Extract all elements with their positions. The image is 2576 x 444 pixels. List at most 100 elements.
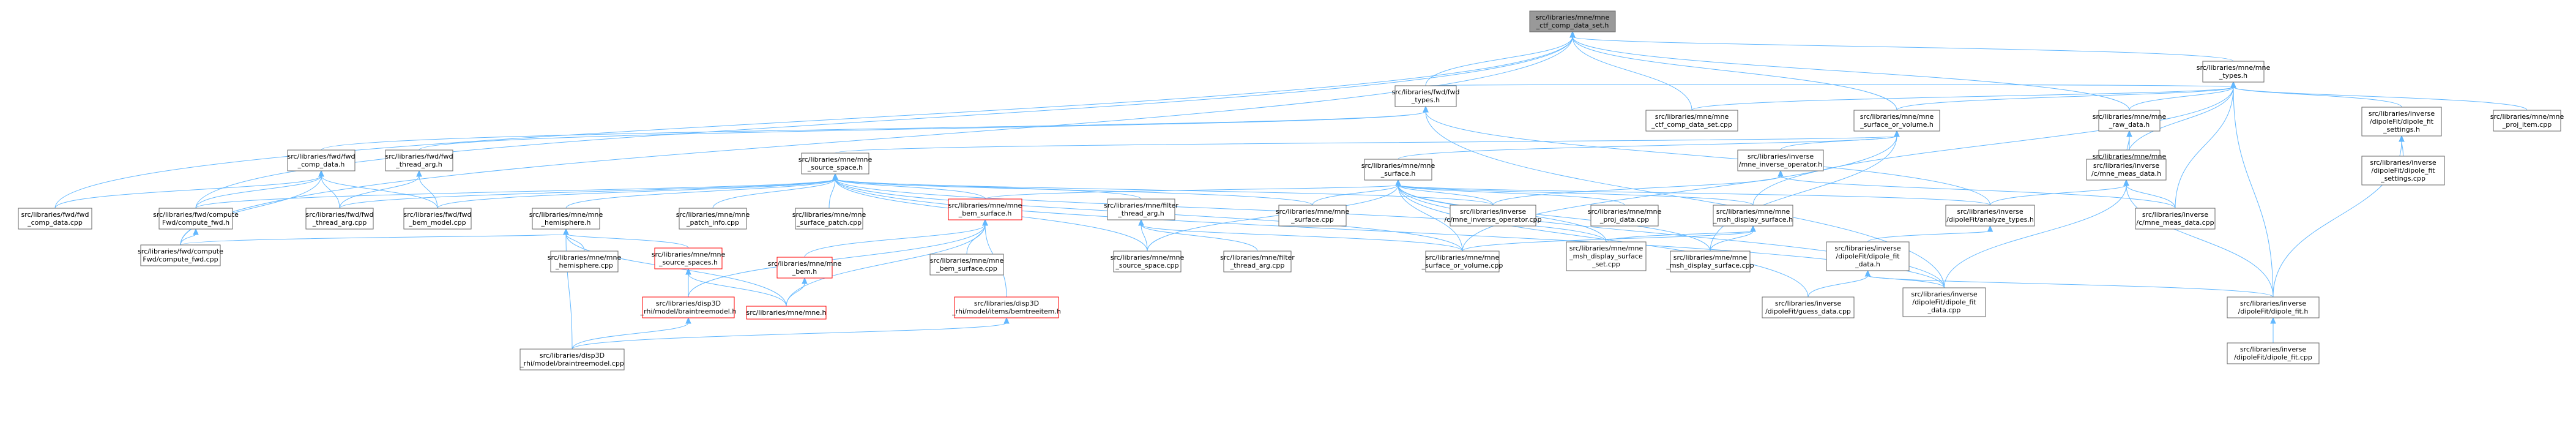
node-label: src/libraries/fwd/fwd <box>306 211 374 219</box>
node-dip-fit-cpp[interactable]: src/libraries/inverse/dipoleFit/dipole_f… <box>2227 342 2320 364</box>
node-msh-disp-cpp[interactable]: src/libraries/mne/mne_msh_display_surfac… <box>1666 250 1754 273</box>
edge-fwd_comp_h-to-fwd_comp_cpp <box>54 175 322 209</box>
node-label: src/libraries/fwd/compute <box>138 247 223 255</box>
node-label: src/libraries/inverse <box>1775 299 1841 307</box>
node-label: _thread_arg.cpp <box>312 219 367 227</box>
node-surf-vol-cpp[interactable]: src/libraries/mne/mne_surface_or_volume.… <box>1421 250 1503 273</box>
node-label: src/libraries/inverse <box>2369 110 2435 118</box>
node-label: src/libraries/inverse <box>2240 299 2306 307</box>
edge-src_spaces_h-to-mne_h <box>688 273 787 307</box>
node-label: src/libraries/fwd/compute <box>153 211 239 219</box>
node-box <box>2227 296 2320 318</box>
node-proj-data-cpp[interactable]: src/libraries/mne/mne_proj_data.cpp <box>1588 205 1662 227</box>
node-dip-data-cpp[interactable]: src/libraries/inverse/dipoleFit/dipole_f… <box>1902 287 1986 317</box>
node-bemtree-h[interactable]: src/libraries/disp3D_rhi/model/items/bem… <box>951 296 1061 318</box>
edge-fwd_comp_h-to-cfwd_h <box>195 175 322 209</box>
node-msh-disp-h[interactable]: src/libraries/mne/mne_msh_display_surfac… <box>1713 205 1793 227</box>
node-bem-surface-cpp[interactable]: src/libraries/mne/mne_bem_surface.cpp <box>929 254 1004 276</box>
node-layer: src/libraries/mne/mne_ctf_comp_data_set.… <box>18 10 2564 371</box>
node-fwd-comp-cpp[interactable]: src/libraries/fwd/fwd_comp_data.cpp <box>18 208 92 230</box>
node-hemisphere-cpp[interactable]: src/libraries/mne/mne_hemisphere.cpp <box>548 250 622 273</box>
node-fwd-types-h[interactable]: src/libraries/fwd/fwd_types.h <box>1392 85 1460 107</box>
node-braintree-h[interactable]: src/libraries/disp3D_rhi/model/braintree… <box>640 296 737 318</box>
node-guess-data-cpp[interactable]: src/libraries/inverse/dipoleFit/guess_da… <box>1762 296 1855 318</box>
node-surf-patch-cpp[interactable]: src/libraries/mne/mne_surface_patch.cpp <box>792 208 866 230</box>
node-msh-disp-set-cpp[interactable]: src/libraries/mne/mne_msh_display_surfac… <box>1566 241 1647 271</box>
node-label: src/libraries/mne/mne <box>792 211 866 219</box>
node-box <box>746 306 827 320</box>
edge-mne_surface_h-to-msh_disp_h <box>1398 184 1754 206</box>
node-analyze-types-h[interactable]: src/libraries/inverse/dipoleFit/analyze_… <box>1945 205 2035 227</box>
node-box <box>1394 85 1457 107</box>
node-box <box>948 198 1022 220</box>
node-box <box>1450 205 1536 227</box>
node-proj-item-cpp[interactable]: src/libraries/mne/mne_proj_item.cpp <box>2490 110 2564 132</box>
node-label: src/libraries/inverse <box>2240 345 2306 353</box>
node-inv-op-h[interactable]: src/libraries/inverse/mne_inverse_operat… <box>1737 149 1824 171</box>
node-mne-h[interactable]: src/libraries/mne/mne.h <box>746 306 827 320</box>
node-bem-h[interactable]: src/libraries/mne/mne_bem.h <box>768 257 842 279</box>
node-mne-types-h[interactable]: src/libraries/mne/mne_types.h <box>2197 61 2271 83</box>
node-bem-surface-h[interactable]: src/libraries/mne/mne_bem_surface.h <box>948 198 1022 220</box>
node-label: _msh_display_surface.h <box>1713 216 1793 224</box>
node-meas-data-cpp[interactable]: src/libraries/inverse/c/mne_meas_data.cp… <box>2135 208 2216 230</box>
node-box <box>1364 159 1432 181</box>
node-label: src/libraries/disp3D <box>540 352 605 359</box>
node-fwd-thread-h[interactable]: src/libraries/fwd/fwd_thread_arg.h <box>385 149 453 171</box>
node-label: _bem.h <box>792 268 817 276</box>
edge-layer <box>54 31 2528 350</box>
node-inv-op-cpp[interactable]: src/libraries/inverse/c/mne_inverse_oper… <box>1444 205 1542 227</box>
node-label: /mne_inverse_operator.h <box>1739 160 1822 168</box>
node-label: src/libraries/mne/filter <box>1220 254 1295 262</box>
edge-fwd_comp_h-to-cfwd_cpp <box>180 175 322 246</box>
node-surf-vol-h[interactable]: src/libraries/mne/mne_surface_or_volume.… <box>1853 110 1940 132</box>
edge-bem_surface_h-to-bem_surface_cpp <box>966 224 986 255</box>
node-label: _types.h <box>2219 72 2247 80</box>
node-meas-data-h[interactable]: src/libraries/inverse/c/mne_meas_data.h <box>2086 159 2167 181</box>
node-filter-thread-cpp[interactable]: src/libraries/mne/filter_thread_arg.cpp <box>1220 250 1295 273</box>
edge-mne_surface_h-to-surface_cpp <box>1312 184 1399 206</box>
node-label: _data.h <box>1855 260 1880 268</box>
node-ctfset-h[interactable]: src/libraries/mne/mne_ctf_comp_data_set.… <box>1529 10 1616 32</box>
node-surface-cpp[interactable]: src/libraries/mne/mne_surface.cpp <box>1276 205 1350 227</box>
edge-mne_surface_h-to-dip_data_cpp <box>1398 184 1945 288</box>
node-label: src/libraries/mne/mne.h <box>746 309 827 317</box>
edge-mne_surface_h-to-inv_op_cpp <box>1398 184 1494 206</box>
node-braintree-cpp[interactable]: src/libraries/disp3D_rhi/model/braintree… <box>519 348 625 371</box>
node-source-space-h[interactable]: src/libraries/mne/mne_source_space.h <box>798 152 873 175</box>
edge-mne_surface_h-to-surf_vol_cpp <box>1398 184 1463 252</box>
edge-mne_types_h-to-fwd_types_h <box>1425 84 2234 88</box>
node-dip-settings-h[interactable]: src/libraries/inverse/dipoleFit/dipole_f… <box>2361 107 2442 137</box>
node-dip-fit-h[interactable]: src/libraries/inverse/dipoleFit/dipole_f… <box>2227 296 2320 318</box>
node-cfwd-cpp[interactable]: src/libraries/fwd/computeFwd/compute_fwd… <box>138 244 223 266</box>
node-mne-surface-h[interactable]: src/libraries/mne/mne_surface.h <box>1361 159 1435 181</box>
node-dip-settings-cpp[interactable]: src/libraries/inverse/dipoleFit/dipole_f… <box>2361 156 2445 186</box>
edge-ctfset_h-to-fwd_types_h <box>1425 36 1573 86</box>
node-bem-model-cpp[interactable]: src/libraries/fwd/fwd_bem_model.cpp <box>403 208 472 230</box>
node-src-spaces-h[interactable]: src/libraries/mne/mne_source_spaces.h <box>652 247 726 269</box>
node-ctfset-cpp[interactable]: src/libraries/mne/mne_ctf_comp_data_set.… <box>1645 110 1738 132</box>
edge-filter_thread_h-to-source_space_cpp <box>1141 224 1148 252</box>
node-label: Fwd/compute_fwd.h <box>162 219 229 227</box>
edge-arrowhead <box>318 170 324 177</box>
node-patch-info-cpp[interactable]: src/libraries/mne/mne_patch_info.cpp <box>676 208 750 230</box>
node-box <box>1826 241 1910 271</box>
node-label: src/libraries/mne/mne <box>2093 152 2167 160</box>
node-label: src/libraries/mne/mne <box>2197 64 2271 72</box>
node-box <box>2493 110 2561 132</box>
node-hemisphere-h[interactable]: src/libraries/mne/mne_hemisphere.h <box>529 208 603 230</box>
node-dip-data-h[interactable]: src/libraries/inverse/dipoleFit/dipole_f… <box>1826 241 1910 271</box>
node-source-space-cpp[interactable]: src/libraries/mne/mne_source_space.cpp <box>1111 250 1185 273</box>
node-raw-data-h[interactable]: src/libraries/mne/mne_raw_data.h <box>2093 110 2167 132</box>
node-label: src/libraries/fwd/fwd <box>404 211 472 219</box>
node-fwd-thread-cpp[interactable]: src/libraries/fwd/fwd_thread_arg.cpp <box>305 208 374 230</box>
node-filter-thread-h[interactable]: src/libraries/mne/filter_thread_arg.h <box>1104 198 1178 220</box>
node-label: _hemisphere.h <box>541 219 591 227</box>
edge-hemisphere_h-to-src_spaces_h <box>565 233 689 249</box>
node-cfwd-h[interactable]: src/libraries/fwd/computeFwd/compute_fwd… <box>153 208 239 230</box>
node-fwd-comp-h[interactable]: src/libraries/fwd/fwd_comp_data.h <box>287 149 356 171</box>
node-label: _thread_arg.h <box>1117 209 1164 217</box>
node-label: /dipoleFit/dipole_fit <box>2370 118 2434 126</box>
node-box <box>1529 10 1616 32</box>
node-box <box>776 257 833 279</box>
